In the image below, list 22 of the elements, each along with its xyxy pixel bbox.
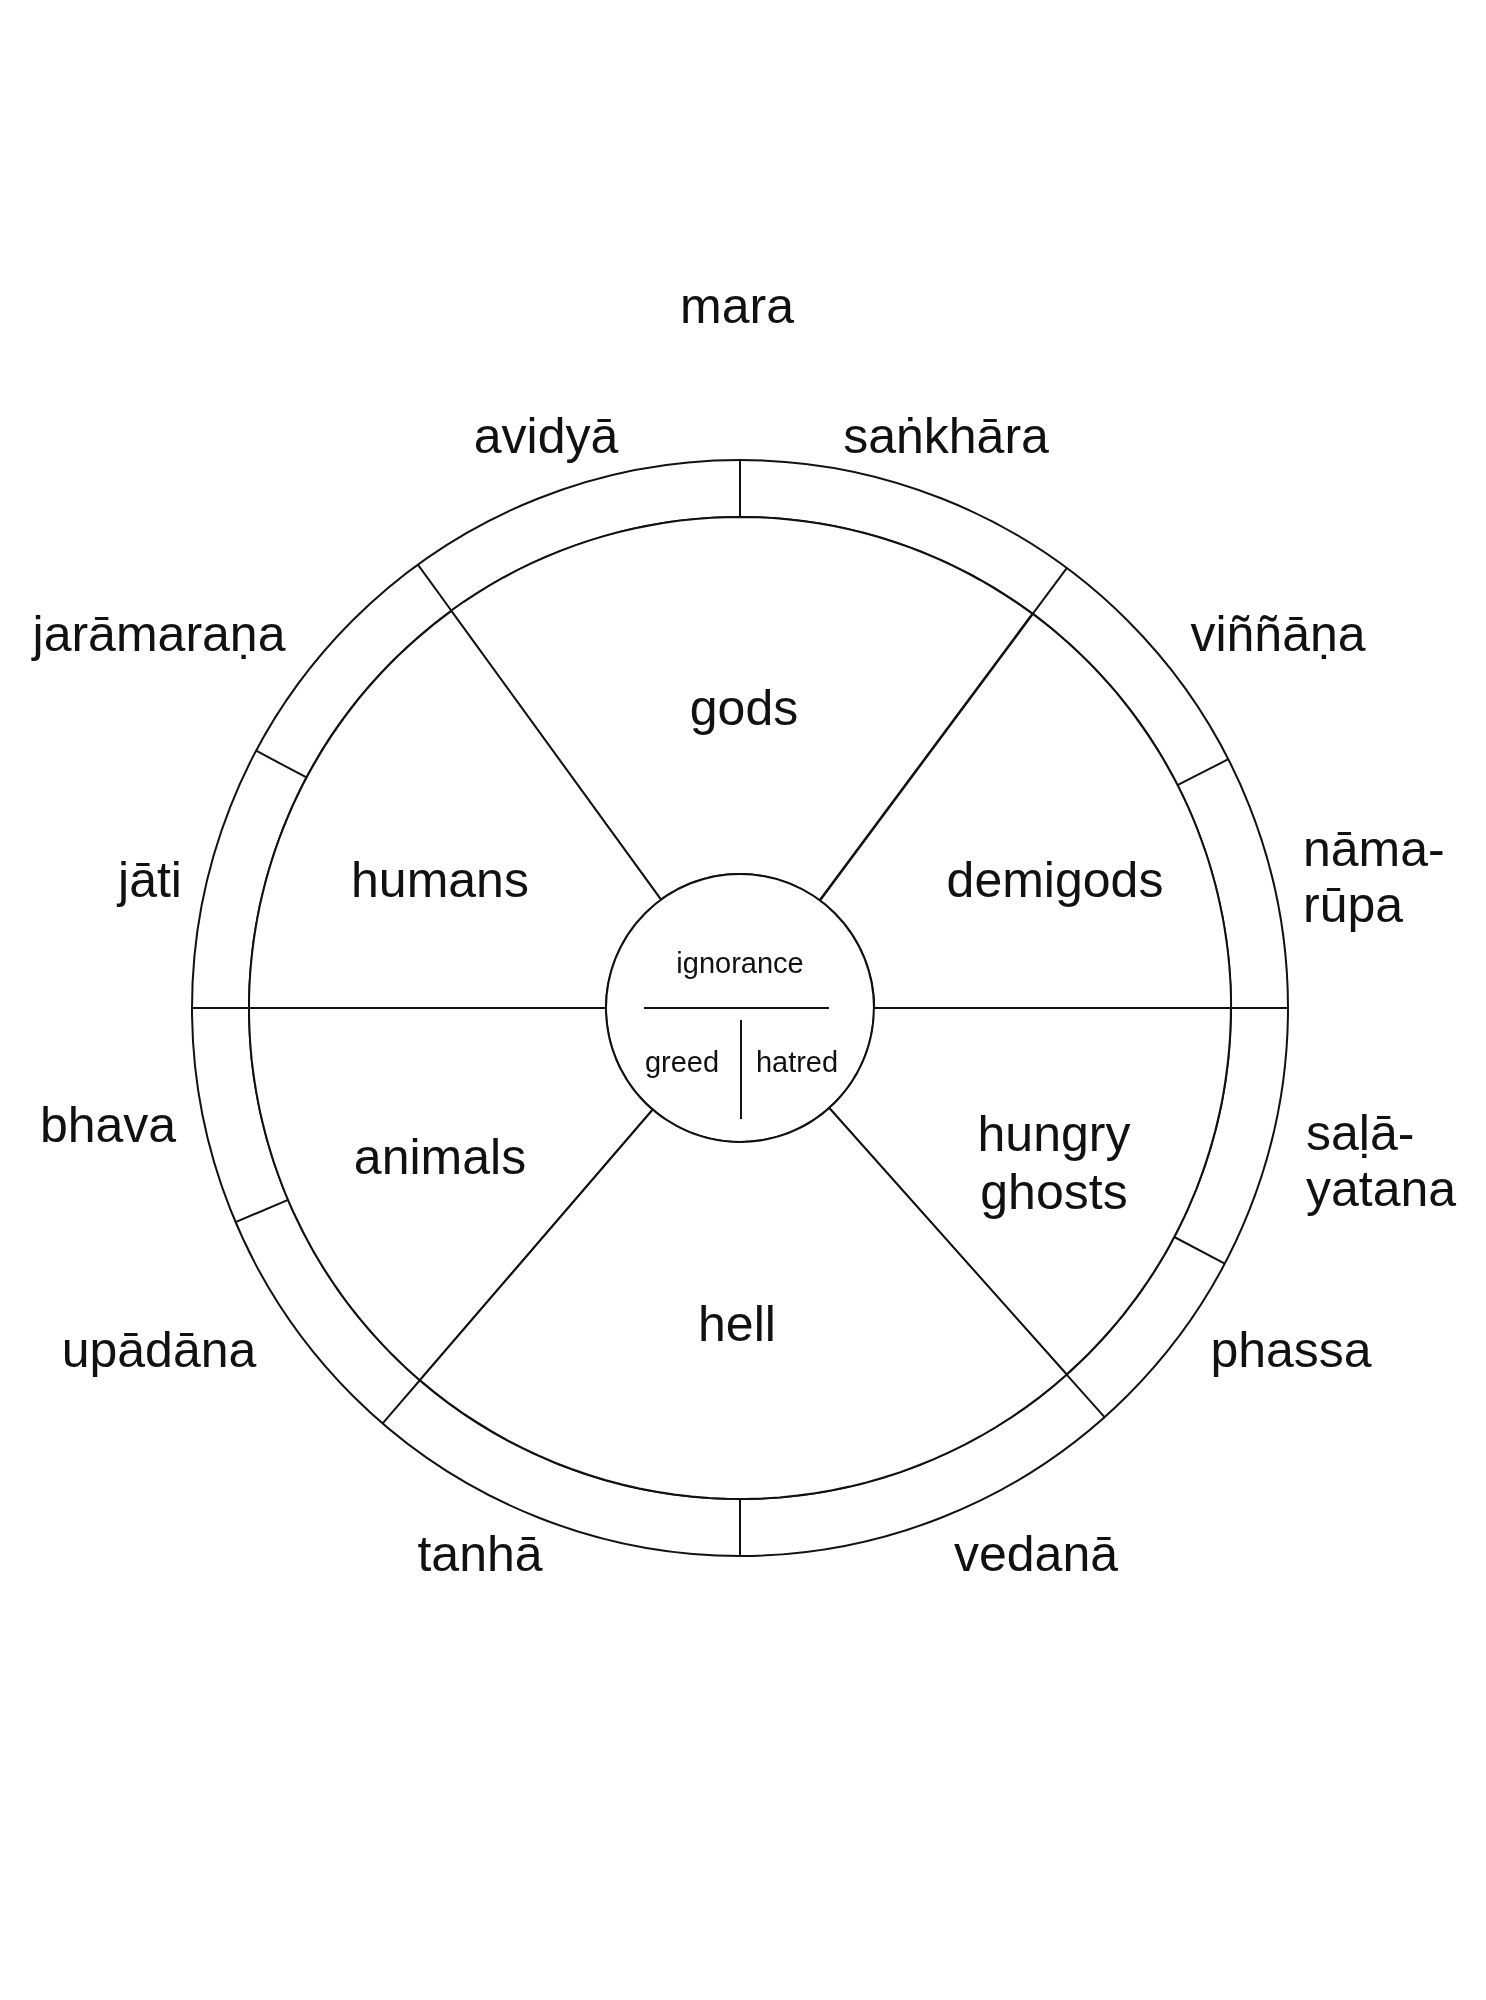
realm-label: hell <box>697 1295 777 1353</box>
nidana-label: jarāmaraṇa <box>32 606 286 662</box>
realm-label: humans <box>350 851 530 909</box>
nidana-label: avidyā <box>473 408 619 464</box>
realm-label: gods <box>688 679 800 737</box>
nidana-label: bhava <box>39 1097 177 1153</box>
nidana-label: viññāṇa <box>1190 606 1366 662</box>
nidana-label: vedanā <box>954 1526 1118 1582</box>
nidana-label: jāti <box>118 852 182 908</box>
nidana-label: nāma-rūpa <box>1303 821 1446 933</box>
nidana-label: saṅkhāra <box>843 408 1049 464</box>
nidana-label: tanhā <box>417 1526 543 1582</box>
realm-label: animals <box>352 1128 528 1186</box>
nidana-label: saḷā-yatana <box>1306 1105 1456 1217</box>
center-label: greed <box>644 1045 720 1079</box>
center-label: hatred <box>755 1045 839 1079</box>
realm-label: hungry ghosts <box>976 1105 1132 1221</box>
realm-label: demigods <box>945 851 1165 909</box>
heading-label: mara <box>680 278 794 334</box>
center-label: ignorance <box>676 946 804 980</box>
nidana-label: upādāna <box>61 1322 257 1378</box>
nidana-label: phassa <box>1210 1322 1372 1378</box>
